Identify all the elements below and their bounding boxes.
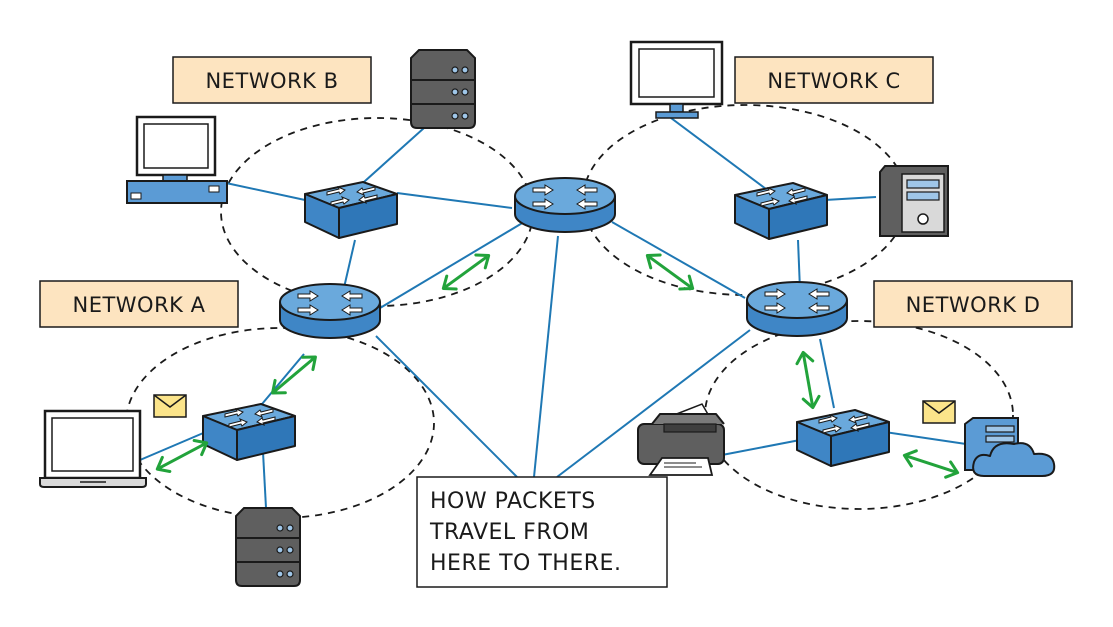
packet-arrow-icon	[265, 349, 323, 401]
network-d-envelope-icon	[922, 400, 956, 424]
network-b-switch	[304, 181, 398, 239]
network-b-label: NETWORK B	[172, 56, 372, 104]
network-a-label: NETWORK A	[39, 280, 239, 328]
network-b-server-icon	[410, 49, 476, 129]
network-a-router	[279, 283, 381, 339]
network-d-router	[746, 281, 848, 337]
packet-arrow-icon	[900, 446, 962, 482]
cloud-server-icon	[964, 417, 1056, 477]
network-c-switch	[734, 182, 828, 240]
network-c-label: NETWORK C	[734, 56, 934, 104]
desktop-computer-icon	[126, 115, 228, 204]
network-d-switch	[796, 409, 890, 467]
caption-line-3: HERE TO THERE.	[430, 551, 621, 576]
network-a-label-text: NETWORK A	[72, 293, 205, 317]
network-c-label-text: NETWORK C	[767, 69, 900, 93]
caption-box: HOW PACKETS TRAVEL FROM HERE TO THERE.	[416, 476, 668, 588]
monitor-icon	[629, 40, 724, 119]
network-a-switch	[202, 403, 296, 461]
tower-computer-icon	[879, 165, 949, 237]
network-d-label-text: NETWORK D	[906, 293, 1041, 317]
caption-line-2: TRAVEL FROM	[429, 520, 589, 545]
network-a-envelope-icon	[153, 394, 187, 418]
network-a-server-icon	[235, 507, 301, 587]
printer-icon	[637, 403, 725, 476]
caption-line-1: HOW PACKETS	[430, 489, 596, 514]
core-router	[514, 177, 616, 233]
packet-arrow-icon	[793, 349, 823, 411]
network-d-label: NETWORK D	[873, 280, 1073, 328]
network-b-label-text: NETWORK B	[205, 69, 338, 93]
laptop-icon	[39, 409, 147, 488]
